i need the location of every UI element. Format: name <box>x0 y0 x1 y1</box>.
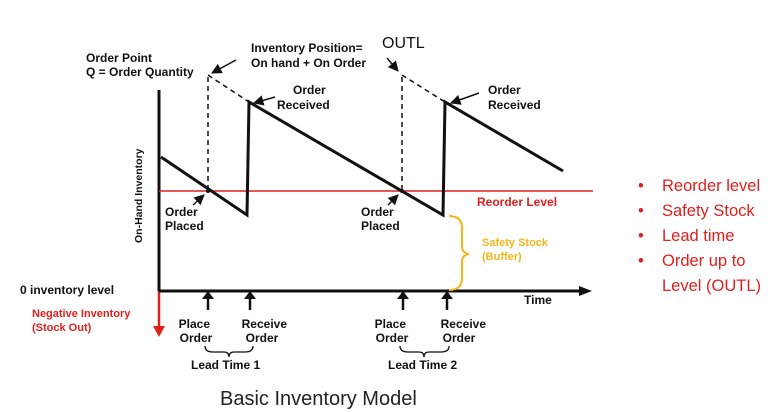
order-placed-arrow-icon-2 <box>387 194 399 206</box>
place-order-label-1: Place Order <box>179 317 214 345</box>
order-received-label-2: Order Received <box>488 83 541 112</box>
receive-order-label-2: Receive Order <box>441 317 490 345</box>
lead-time-brace-1 <box>204 345 254 358</box>
negative-inventory-label: Negative Inventory (Stock Out) <box>32 308 133 334</box>
negative-axis-arrow-icon <box>153 326 165 337</box>
x-axis-arrow-icon <box>579 286 592 296</box>
order-placed-label-1: Order Placed <box>165 205 204 233</box>
order-received-arrow-icon-1 <box>252 95 276 106</box>
order-received-label-1: Order Received <box>277 83 330 112</box>
lead-time-label-2: Lead Time 2 <box>388 358 457 372</box>
y-axis-label: On-Hand Inventory <box>133 148 145 243</box>
bullet-item: •Order up to Level (OUTL) <box>634 249 779 299</box>
order-placed-label-2: Order Placed <box>361 205 400 233</box>
inventory-level-line <box>160 99 564 218</box>
x-axis-label: Time <box>524 293 552 307</box>
place-order-label-2: Place Order <box>375 317 410 345</box>
bullet-item: •Lead time <box>634 224 779 249</box>
safety-stock-label: Safety Stock (Buffer) <box>482 237 551 263</box>
inventory-position-label: Inventory Position= On hand + On Order <box>251 41 366 70</box>
lead-time-label-1: Lead Time 1 <box>191 358 260 372</box>
bullet-item: •Safety Stock <box>634 199 779 224</box>
bullet-icon: • <box>638 202 644 220</box>
bullet-icon: • <box>638 177 644 195</box>
diagram-title: Basic Inventory Model <box>220 388 417 410</box>
bullet-item: •Reorder level <box>634 174 779 199</box>
order-placed-point-1 <box>206 189 210 193</box>
order-received-arrow-icon-2 <box>450 92 480 105</box>
order-placed-point-2 <box>400 189 404 193</box>
order-placed-arrow-icon-1 <box>192 194 205 206</box>
key-terms-list: •Reorder level •Safety Stock •Lead time … <box>634 174 779 299</box>
bullet-icon: • <box>638 252 644 270</box>
event-arrows <box>202 291 453 310</box>
bullet-icon: • <box>638 227 644 245</box>
outl-label: OUTL <box>382 35 425 52</box>
inventory-position-arrow-icon <box>386 57 399 72</box>
reorder-level-label: Reorder Level <box>477 195 557 209</box>
receive-order-label-1: Receive Order <box>242 317 291 345</box>
zero-inventory-label: 0 inventory level <box>20 283 114 297</box>
safety-stock-brace <box>448 215 470 291</box>
lead-time-brace-2 <box>399 345 450 358</box>
inventory-position-dashed <box>207 74 446 190</box>
order-point-label: Order Point Q = Order Quantity <box>86 51 194 79</box>
order-point-arrow-icon <box>211 59 237 74</box>
